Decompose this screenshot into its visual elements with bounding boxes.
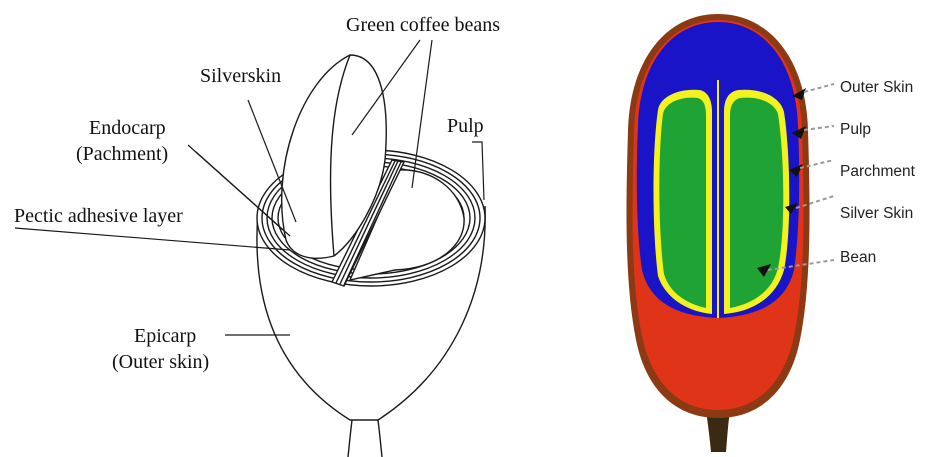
label-pachment: (Pachment) — [76, 143, 168, 165]
label-silver-skin: Silver Skin — [840, 205, 913, 222]
label-endocarp: Endocarp — [89, 117, 166, 139]
leader-pectic — [15, 228, 290, 250]
label-pulp-right: Pulp — [840, 121, 871, 138]
stem-outline — [348, 420, 382, 457]
colored-cherry-diagram — [626, 14, 809, 452]
label-outer-skin-left: (Outer skin) — [112, 351, 209, 373]
leader-pulp-right — [804, 126, 834, 130]
label-pectic-adhesive-layer: Pectic adhesive layer — [14, 205, 183, 227]
label-silverskin: Silverskin — [200, 65, 281, 87]
leader-outer-skin — [804, 84, 834, 92]
bean-left — [659, 98, 706, 308]
label-parchment: Parchment — [840, 163, 916, 180]
label-epicarp: Epicarp — [134, 325, 196, 347]
right-labels: Outer Skin Pulp Parchment Silver Skin Be… — [840, 79, 916, 266]
label-outer-skin-right: Outer Skin — [840, 79, 913, 96]
label-bean: Bean — [840, 249, 876, 266]
label-green-coffee-beans: Green coffee beans — [346, 14, 500, 36]
label-pulp-left: Pulp — [447, 115, 484, 137]
